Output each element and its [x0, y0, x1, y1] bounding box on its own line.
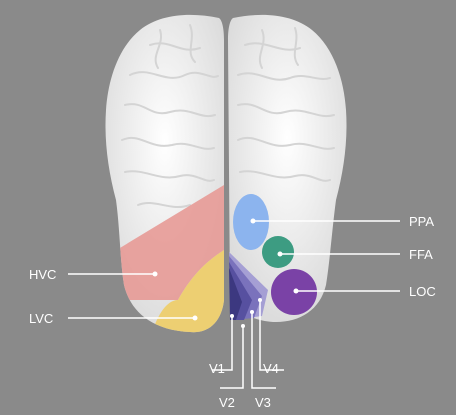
hvc-region — [105, 185, 224, 300]
v1-region — [229, 268, 242, 320]
hvc-label: HVC — [29, 267, 56, 282]
ppa-label: PPA — [409, 214, 434, 229]
ffa-label: FFA — [409, 247, 433, 262]
brain-gyri — [121, 24, 335, 208]
loc-label: LOC — [409, 284, 436, 299]
ffa-region — [262, 236, 294, 268]
leader-dots — [152, 218, 299, 328]
early-visual-cortex — [229, 252, 268, 320]
v4-label: V4 — [263, 361, 279, 376]
v1-label: V1 — [209, 361, 225, 376]
v3-label: V3 — [255, 395, 271, 410]
v2-label: V2 — [219, 395, 235, 410]
lvc-label: LVC — [29, 311, 53, 326]
leader-lines — [68, 220, 400, 389]
